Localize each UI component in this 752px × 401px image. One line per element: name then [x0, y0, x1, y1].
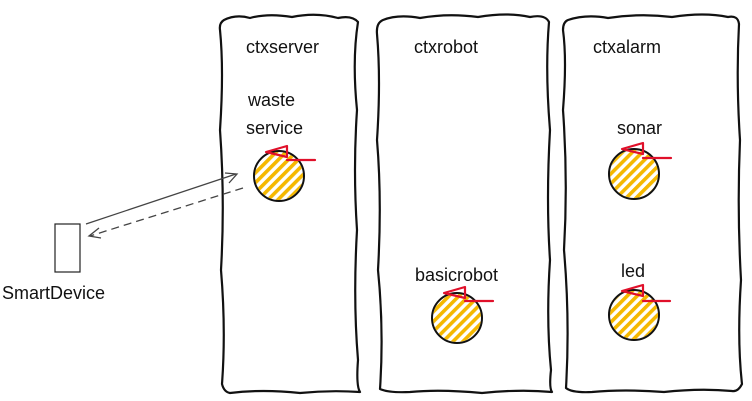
context-ctxalarm-label: ctxalarm: [593, 37, 661, 57]
context-ctxalarm: ctxalarm: [561, 13, 744, 394]
context-ctxrobot-label: ctxrobot: [414, 37, 478, 57]
arrowhead-icon: [87, 227, 102, 239]
arrowhead-icon: [224, 172, 239, 184]
message-reply: [87, 187, 244, 239]
actor-wasteservice-circle: [253, 150, 305, 202]
actor-basicrobot: basicrobot: [415, 265, 498, 344]
context-ctxserver: ctxserver: [218, 13, 362, 395]
context-ctxrobot: ctxrobot: [375, 13, 554, 395]
actor-basicrobot-port-icon: [442, 285, 495, 303]
actor-led-fill: [610, 291, 658, 339]
actor-led-label: led: [621, 261, 645, 281]
actor-wasteservice: waste service: [246, 90, 317, 202]
actor-sonar-port-icon: [620, 141, 673, 160]
actor-sonar-circle: [608, 148, 660, 200]
actor-wasteservice-label-line2: service: [246, 118, 303, 138]
actor-wasteservice-port-icon: [264, 144, 317, 162]
smartdevice: SmartDevice: [2, 223, 105, 303]
context-ctxalarm-box: [561, 13, 744, 394]
context-ctxserver-label: ctxserver: [246, 37, 319, 57]
smartdevice-box: [54, 223, 81, 273]
message-reply-line: [89, 187, 244, 237]
actor-led-circle: [608, 289, 660, 341]
actor-wasteservice-fill: [255, 152, 303, 200]
actor-led-port-icon: [620, 283, 672, 303]
actor-sonar-label: sonar: [617, 118, 662, 138]
message-request-line: [85, 173, 237, 225]
smartdevice-label: SmartDevice: [2, 283, 105, 303]
context-ctxserver-box: [218, 13, 362, 395]
actor-sonar: sonar: [608, 118, 673, 200]
actor-wasteservice-label-line1: waste: [247, 90, 295, 110]
actor-sonar-fill: [610, 150, 658, 198]
actor-basicrobot-fill: [433, 294, 481, 342]
context-ctxrobot-box: [375, 13, 554, 395]
actor-basicrobot-circle: [431, 292, 483, 344]
actor-basicrobot-label: basicrobot: [415, 265, 498, 285]
actor-led: led: [608, 261, 672, 341]
message-request: [85, 172, 239, 225]
